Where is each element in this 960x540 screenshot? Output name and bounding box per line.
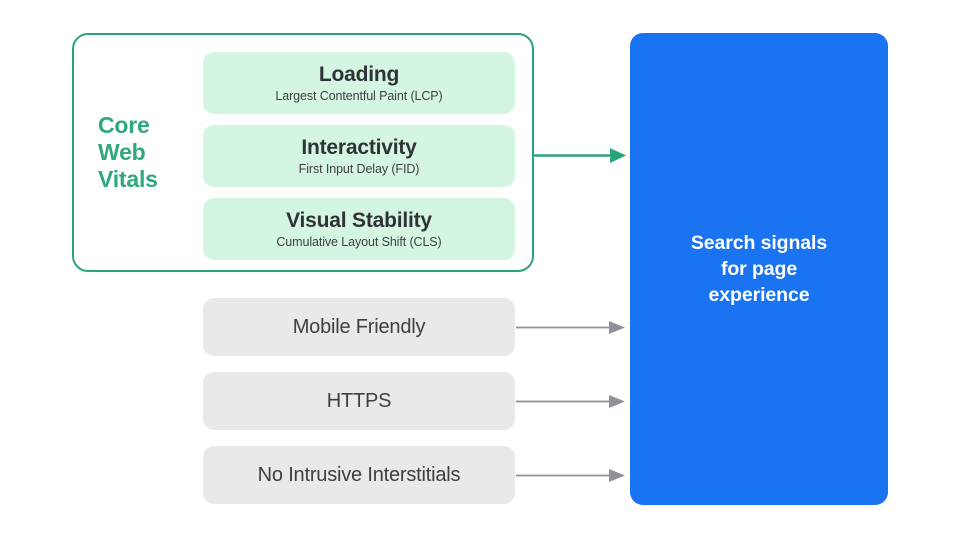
- metric-card-visual-stability[interactable]: Visual Stability Cumulative Layout Shift…: [203, 198, 515, 260]
- core-web-vitals-label-line-3: Vitals: [98, 166, 158, 192]
- no-intrusive-interstitials-arrow: [516, 469, 625, 482]
- https-arrow: [516, 395, 625, 408]
- metric-subtitle: First Input Delay (FID): [298, 161, 420, 176]
- core-web-vitals-group-label: Core Web Vitals: [98, 112, 190, 193]
- core-web-vitals-label-line-2: Web: [98, 139, 146, 165]
- search-signals-line-1: Search signals: [690, 232, 828, 254]
- search-signals-line-3: experience: [708, 284, 810, 306]
- metric-subtitle: Cumulative Layout Shift (CLS): [276, 234, 442, 249]
- search-signals-panel[interactable]: Search signals for page experience: [630, 33, 888, 505]
- metric-card-interactivity[interactable]: Interactivity First Input Delay (FID): [203, 125, 515, 187]
- mobile-friendly-box[interactable]: Mobile Friendly: [203, 298, 515, 356]
- no-intrusive-interstitials-box[interactable]: No Intrusive Interstitials: [203, 446, 515, 504]
- metric-title: Interactivity: [301, 135, 417, 159]
- core-web-vitals-group: [72, 33, 534, 272]
- metric-title: Loading: [318, 62, 400, 86]
- metric-subtitle: Largest Contentful Paint (LCP): [275, 88, 443, 103]
- mobile-friendly-arrow: [516, 321, 625, 334]
- metric-card-loading[interactable]: Loading Largest Contentful Paint (LCP): [203, 52, 515, 114]
- search-signals-line-2: for page: [720, 258, 798, 280]
- factor-label: HTTPS: [326, 390, 392, 412]
- metric-title: Visual Stability: [286, 208, 432, 232]
- https-box[interactable]: HTTPS: [203, 372, 515, 430]
- search-signals-panel-text: Search signals for page experience: [659, 230, 859, 308]
- factor-label: Mobile Friendly: [292, 316, 426, 338]
- core-web-vitals-label-line-1: Core: [98, 112, 150, 138]
- factor-label: No Intrusive Interstitials: [257, 464, 461, 486]
- core-web-vitals-arrow: [534, 148, 626, 163]
